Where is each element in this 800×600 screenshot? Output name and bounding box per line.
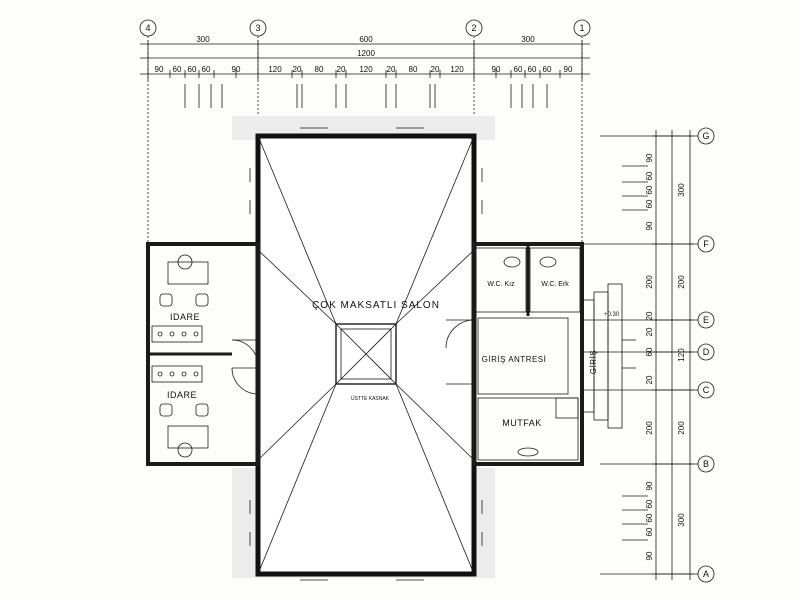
axis-label-4: 4 — [145, 23, 150, 33]
dim-right-120: 120 — [677, 348, 686, 362]
right-dimensions: 300 200 120 200 300 90 60 60 60 90 200 2… — [622, 130, 694, 580]
dim-seg: 90 — [645, 221, 654, 230]
idare-top-room: IDARE — [151, 254, 209, 343]
dim-seg: 60 — [645, 199, 654, 208]
dim-seg: 60 — [645, 347, 654, 356]
idare-top-label: IDARE — [170, 312, 200, 322]
dim-seg: 90 — [155, 65, 164, 74]
dim-seg: 90 — [645, 153, 654, 162]
dim-seg: 90 — [645, 551, 654, 560]
left-wing: IDARE IDARE — [146, 242, 260, 466]
dim-seg: 20 — [645, 311, 654, 320]
dim-seg: 60 — [543, 65, 552, 74]
idare-bottom-room: IDARE — [151, 365, 209, 458]
axis-label-A: A — [703, 569, 709, 579]
dim-seg: 20 — [431, 65, 440, 74]
top-dimensions: 300 600 300 1200 90 60 60 60 90 120 20 8… — [140, 35, 590, 108]
dim-seg: 200 — [645, 421, 654, 435]
axis-marker-1: 1 — [573, 19, 591, 248]
axis-label-G: G — [702, 131, 709, 141]
dim-seg: 20 — [645, 375, 654, 384]
entrance-steps — [581, 283, 636, 429]
axis-label-D: D — [703, 347, 710, 357]
dim-seg: 20 — [645, 327, 654, 336]
dim-seg: 120 — [359, 65, 373, 74]
wc-left-label: W.C. Kız — [487, 281, 515, 288]
wc-block: W.C. Kız W.C. Erk — [475, 244, 581, 316]
dim-seg: 60 — [645, 513, 654, 522]
giris-label: GİRİŞ — [589, 350, 598, 374]
antre-label: GİRİŞ ANTRESİ — [482, 355, 547, 364]
salon-label: ÇOK MAKSATLI SALON — [312, 300, 440, 311]
axis-marker-4: 4 — [139, 19, 157, 248]
entrance-hall: GİRİŞ ANTRESİ — [477, 317, 569, 395]
axis-label-C: C — [703, 385, 710, 395]
dim-seg: 60 — [173, 65, 182, 74]
dim-seg: 60 — [645, 527, 654, 536]
dim-seg: 60 — [528, 65, 537, 74]
axis-label-B: B — [703, 459, 709, 469]
dim-seg: 120 — [450, 65, 464, 74]
dim-seg: 60 — [514, 65, 523, 74]
dim-top-300-left: 300 — [196, 35, 210, 44]
dim-seg: 90 — [232, 65, 241, 74]
dim-seg: 20 — [337, 65, 346, 74]
dim-seg: 60 — [202, 65, 211, 74]
dim-seg: 20 — [293, 65, 302, 74]
dim-seg: 80 — [315, 65, 324, 74]
dim-seg: 60 — [645, 499, 654, 508]
stair-note: +0.30 — [604, 312, 620, 318]
dim-right-300-top: 300 — [677, 183, 686, 197]
dim-seg: 120 — [268, 65, 282, 74]
dim-seg: 60 — [188, 65, 197, 74]
dim-top-600: 600 — [359, 35, 373, 44]
axis-label-E: E — [703, 315, 709, 325]
dim-seg: 60 — [645, 185, 654, 194]
axis-label-3: 3 — [255, 23, 260, 33]
axis-label-2: 2 — [471, 23, 476, 33]
dim-seg: 90 — [645, 481, 654, 490]
mutfak-label: MUTFAK — [502, 418, 542, 428]
right-wing: W.C. Kız W.C. Erk GİRİŞ ANTRESİ GİRİŞ +0… — [445, 242, 636, 466]
dim-seg: 60 — [645, 171, 654, 180]
dim-right-300-bottom: 300 — [677, 513, 686, 527]
wc-right-label: W.C. Erk — [541, 281, 569, 288]
dim-right-200-top: 200 — [677, 275, 686, 289]
dim-seg: 80 — [409, 65, 418, 74]
dim-seg: 200 — [645, 275, 654, 289]
dim-right-200-bottom: 200 — [677, 421, 686, 435]
dim-top-1200: 1200 — [357, 49, 375, 58]
dim-seg: 20 — [387, 65, 396, 74]
idare-bottom-label: IDARE — [167, 390, 197, 400]
axis-label-F: F — [703, 239, 709, 249]
center-note: ÜSTTE KASNAK — [351, 395, 390, 402]
dim-seg: 90 — [564, 65, 573, 74]
dim-top-300-right: 300 — [521, 35, 535, 44]
dim-seg: 90 — [492, 65, 501, 74]
axis-label-1: 1 — [579, 23, 584, 33]
central-lantern — [335, 323, 397, 385]
kitchen: MUTFAK — [477, 397, 579, 461]
roof-outline — [232, 116, 495, 578]
